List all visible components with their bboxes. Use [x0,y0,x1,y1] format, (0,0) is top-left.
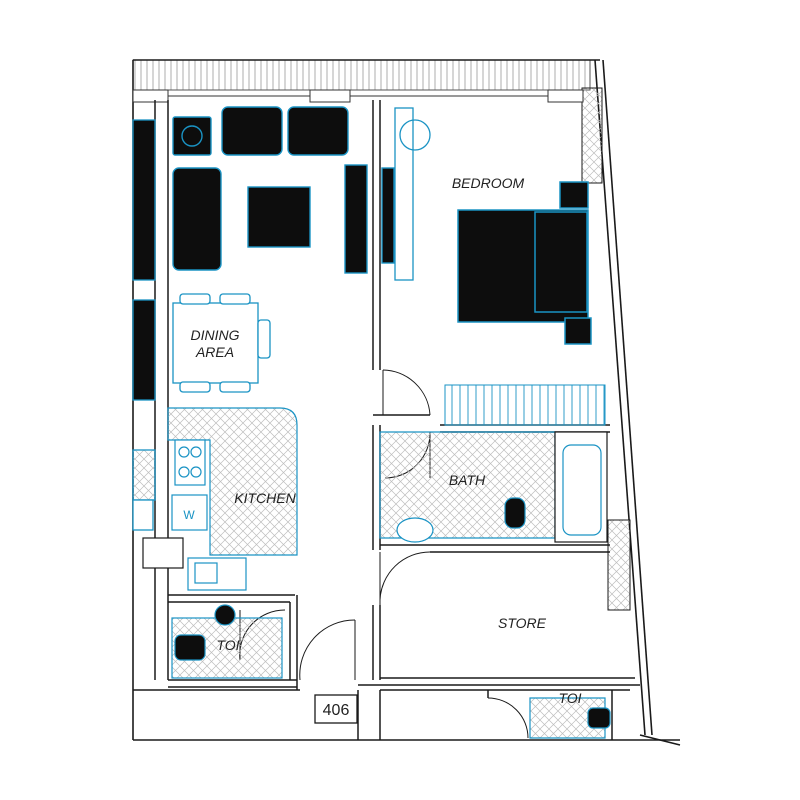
dining-label-line1: DINING [191,327,240,343]
unit-number-box [314,694,358,724]
dining-table [172,293,271,393]
bath-label: BATH [449,472,486,488]
chair-outline [394,107,431,281]
top-windows [132,89,584,103]
stairs [444,384,606,426]
kitchen-label: KITCHEN [234,490,296,506]
balcony-railing [132,59,591,91]
toilet-right-label: TOI [558,690,581,706]
bathroom-fixtures [379,431,608,543]
toilet-left-label: TOI [216,637,239,653]
right-toilet-fixtures [529,697,611,739]
wall-pillars [581,87,631,611]
left-toilet-fixtures [171,604,283,679]
bed [457,181,592,345]
svg-text:W: W [183,508,195,522]
dining-label-line2: AREA [195,344,234,360]
store-label: STORE [498,615,547,631]
bedroom-label: BEDROOM [452,175,525,191]
adjacent-unit-furniture [132,119,156,531]
washing-machine-icon: W [183,508,195,522]
living-room-furniture [172,106,395,274]
unit-number: 406 [323,702,350,719]
kitchen-counter [142,407,298,591]
